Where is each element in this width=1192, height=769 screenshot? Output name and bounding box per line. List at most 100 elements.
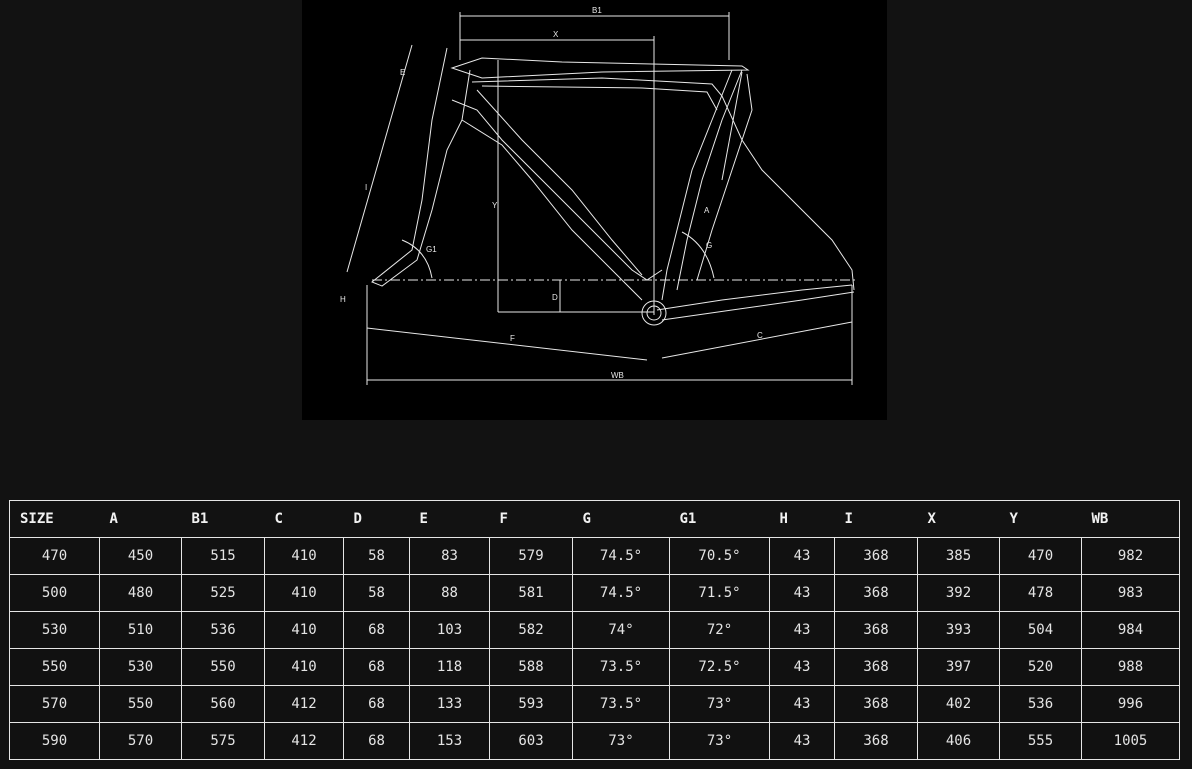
table-cell-size: 570 xyxy=(9,685,100,723)
table-cell-a: 510 xyxy=(99,611,182,649)
label-i: I xyxy=(365,183,367,192)
table-cell-y: 504 xyxy=(999,611,1082,649)
table-cell-f: 579 xyxy=(489,537,573,575)
label-g: G xyxy=(706,241,712,250)
table-cell-x: 402 xyxy=(917,685,1000,723)
table-cell-d: 58 xyxy=(343,537,410,575)
table-cell-e: 153 xyxy=(409,722,490,760)
table-cell-a: 550 xyxy=(99,685,182,723)
table-cell-i: 368 xyxy=(834,537,918,575)
table-cell-wb: 996 xyxy=(1081,685,1180,723)
table-cell-d: 58 xyxy=(343,574,410,612)
table-cell-wb: 983 xyxy=(1081,574,1180,612)
header-g: G xyxy=(572,500,670,538)
label-a: A xyxy=(704,206,710,215)
table-cell-wb: 988 xyxy=(1081,648,1180,686)
table-cell-wb: 984 xyxy=(1081,611,1180,649)
table-cell-size: 530 xyxy=(9,611,100,649)
header-c: C xyxy=(264,500,344,538)
table-cell-e: 133 xyxy=(409,685,490,723)
table-cell-x: 397 xyxy=(917,648,1000,686)
header-i: I xyxy=(834,500,918,538)
table-cell-size: 500 xyxy=(9,574,100,612)
label-y: Y xyxy=(492,201,498,210)
table-cell-size: 550 xyxy=(9,648,100,686)
table-cell-g1: 73° xyxy=(669,722,770,760)
table-cell-i: 368 xyxy=(834,685,918,723)
table-cell-size: 470 xyxy=(9,537,100,575)
label-d: D xyxy=(552,293,558,302)
table-cell-y: 520 xyxy=(999,648,1082,686)
table-cell-g: 73.5° xyxy=(572,648,670,686)
header-e: E xyxy=(409,500,490,538)
label-c: C xyxy=(757,331,763,340)
table-cell-i: 368 xyxy=(834,611,918,649)
label-e: E xyxy=(400,68,405,77)
table-cell-h: 43 xyxy=(769,574,835,612)
table-cell-size: 590 xyxy=(9,722,100,760)
table-cell-e: 103 xyxy=(409,611,490,649)
header-a: A xyxy=(99,500,182,538)
table-cell-g: 74.5° xyxy=(572,574,670,612)
table-cell-i: 368 xyxy=(834,722,918,760)
table-cell-g1: 72° xyxy=(669,611,770,649)
table-cell-x: 392 xyxy=(917,574,1000,612)
table-cell-x: 393 xyxy=(917,611,1000,649)
header-wb: WB xyxy=(1081,500,1180,538)
table-cell-f: 581 xyxy=(489,574,573,612)
table-cell-y: 470 xyxy=(999,537,1082,575)
table-cell-h: 43 xyxy=(769,648,835,686)
table-cell-c: 410 xyxy=(264,537,344,575)
header-y: Y xyxy=(999,500,1082,538)
table-cell-c: 412 xyxy=(264,722,344,760)
label-f: F xyxy=(510,334,515,343)
header-g1: G1 xyxy=(669,500,770,538)
table-cell-i: 368 xyxy=(834,648,918,686)
table-cell-a: 450 xyxy=(99,537,182,575)
table-cell-e: 88 xyxy=(409,574,490,612)
table-cell-e: 83 xyxy=(409,537,490,575)
table-cell-b1: 560 xyxy=(181,685,265,723)
label-wb: WB xyxy=(611,371,624,380)
table-cell-d: 68 xyxy=(343,611,410,649)
header-f: F xyxy=(489,500,573,538)
table-cell-h: 43 xyxy=(769,611,835,649)
table-cell-h: 43 xyxy=(769,537,835,575)
table-cell-b1: 536 xyxy=(181,611,265,649)
table-cell-c: 410 xyxy=(264,574,344,612)
header-b1: B1 xyxy=(181,500,265,538)
table-cell-g1: 71.5° xyxy=(669,574,770,612)
table-cell-g: 74° xyxy=(572,611,670,649)
label-g1: G1 xyxy=(426,245,437,254)
table-cell-i: 368 xyxy=(834,574,918,612)
table-cell-d: 68 xyxy=(343,722,410,760)
table-cell-b1: 550 xyxy=(181,648,265,686)
table-cell-g: 73.5° xyxy=(572,685,670,723)
table-cell-a: 530 xyxy=(99,648,182,686)
table-cell-d: 68 xyxy=(343,648,410,686)
table-cell-h: 43 xyxy=(769,685,835,723)
header-h: H xyxy=(769,500,835,538)
table-cell-g1: 73° xyxy=(669,685,770,723)
table-cell-f: 582 xyxy=(489,611,573,649)
table-cell-wb: 982 xyxy=(1081,537,1180,575)
table-cell-d: 68 xyxy=(343,685,410,723)
table-cell-f: 593 xyxy=(489,685,573,723)
table-cell-e: 118 xyxy=(409,648,490,686)
table-cell-g1: 72.5° xyxy=(669,648,770,686)
table-cell-wb: 1005 xyxy=(1081,722,1180,760)
header-d: D xyxy=(343,500,410,538)
label-x: X xyxy=(553,30,559,39)
table-cell-b1: 575 xyxy=(181,722,265,760)
table-cell-x: 385 xyxy=(917,537,1000,575)
label-h: H xyxy=(340,295,346,304)
label-b1: B1 xyxy=(592,6,602,15)
table-cell-b1: 525 xyxy=(181,574,265,612)
